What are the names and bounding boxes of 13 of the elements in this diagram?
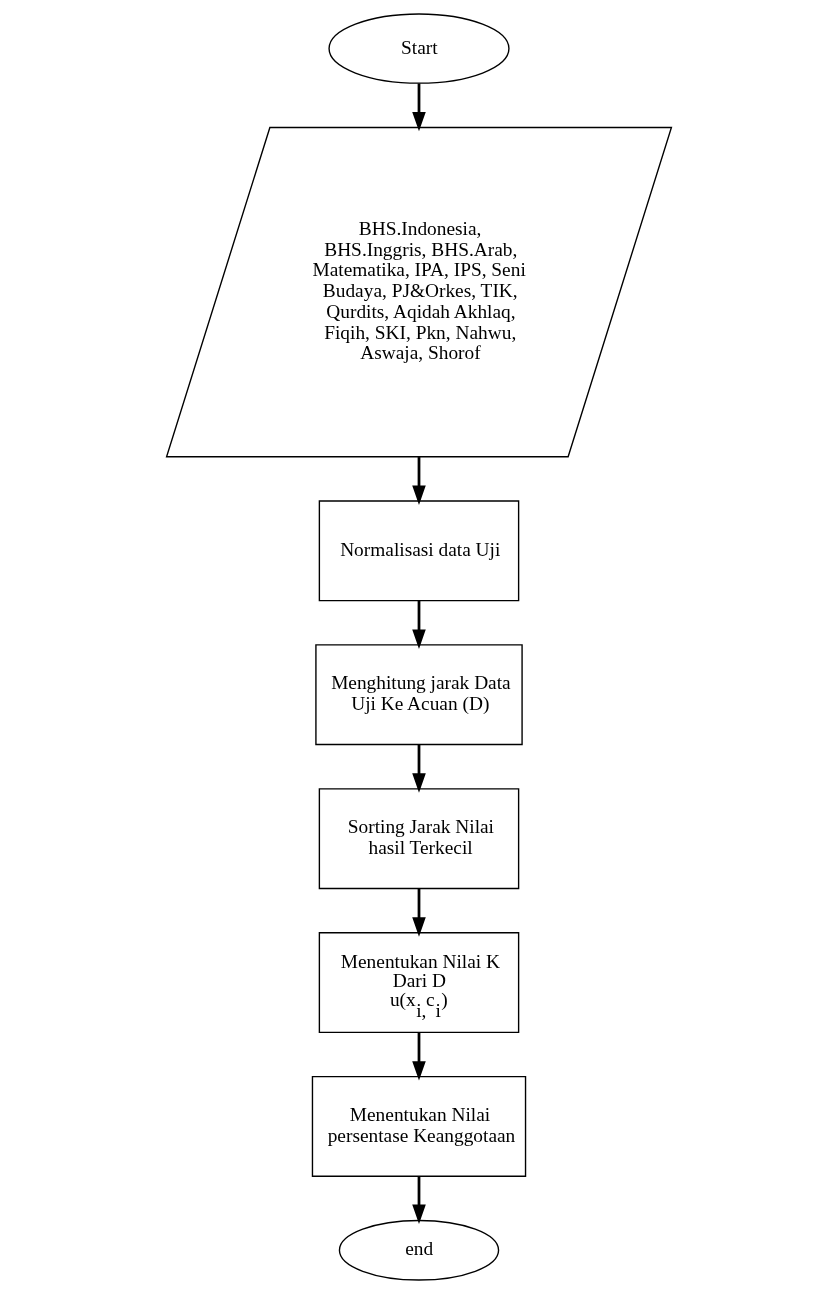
- arrow: [412, 888, 426, 937]
- arrow: [412, 1032, 426, 1081]
- arrow: [412, 600, 426, 649]
- arrow: [412, 83, 426, 132]
- node-box: Normalisasi data Uji: [318, 500, 520, 602]
- node-ellipse: Start: [328, 13, 510, 84]
- node-box: Menentukan Nilai persentase Keanggotaan: [311, 1075, 527, 1177]
- arrow: [412, 1176, 426, 1224]
- node-box: Sorting Jarak Nilai hasil Terkecil: [318, 788, 520, 890]
- node-box: Menghitung jarak Data Uji Ke Acuan (D): [315, 644, 523, 746]
- arrow: [412, 457, 426, 505]
- node-ellipse: end: [338, 1219, 500, 1281]
- arrow: [412, 744, 426, 793]
